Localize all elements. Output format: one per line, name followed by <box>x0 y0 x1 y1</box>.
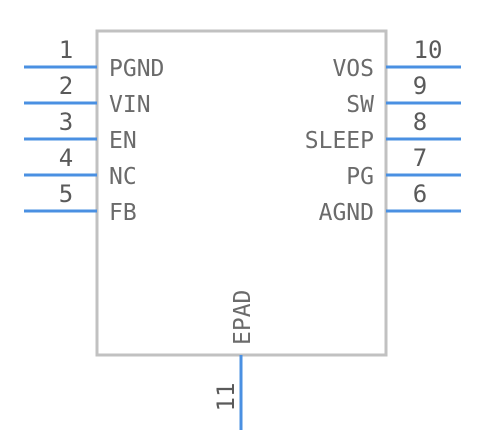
pin-11-name: EPAD <box>230 290 256 345</box>
pin-6-number: 6 <box>413 180 427 208</box>
pin-4-name: NC <box>109 164 137 190</box>
pin-6-name: AGND <box>319 200 374 226</box>
pin-10-name: VOS <box>332 56 374 82</box>
pin-11-number: 11 <box>212 383 240 412</box>
pin-6: 6 AGND <box>319 180 461 226</box>
pin-4: 4 NC <box>24 144 137 190</box>
pin-3: 3 EN <box>24 108 137 154</box>
pin-9-number: 9 <box>413 72 427 100</box>
pin-9-name: SW <box>346 92 374 118</box>
pin-2: 2 VIN <box>24 72 151 118</box>
pin-10-number: 10 <box>414 36 443 64</box>
pin-9: 9 SW <box>346 72 461 118</box>
pin-2-name: VIN <box>109 92 151 118</box>
pin-10: 10 VOS <box>332 36 461 82</box>
pin-11: 11 EPAD <box>212 290 256 430</box>
pin-7-name: PG <box>346 164 374 190</box>
pin-1: 1 PGND <box>24 36 164 82</box>
pin-5-number: 5 <box>59 180 73 208</box>
pin-5-name: FB <box>109 200 137 226</box>
pin-3-name: EN <box>109 128 137 154</box>
pin-7-number: 7 <box>413 144 427 172</box>
pin-5: 5 FB <box>24 180 137 226</box>
pin-3-number: 3 <box>59 108 73 136</box>
pin-1-name: PGND <box>109 56 164 82</box>
pin-1-number: 1 <box>59 36 73 64</box>
pin-8: 8 SLEEP <box>305 108 461 154</box>
pin-8-number: 8 <box>413 108 427 136</box>
pin-8-name: SLEEP <box>305 128 374 154</box>
pin-7: 7 PG <box>346 144 461 190</box>
pin-4-number: 4 <box>59 144 73 172</box>
pin-2-number: 2 <box>59 72 73 100</box>
